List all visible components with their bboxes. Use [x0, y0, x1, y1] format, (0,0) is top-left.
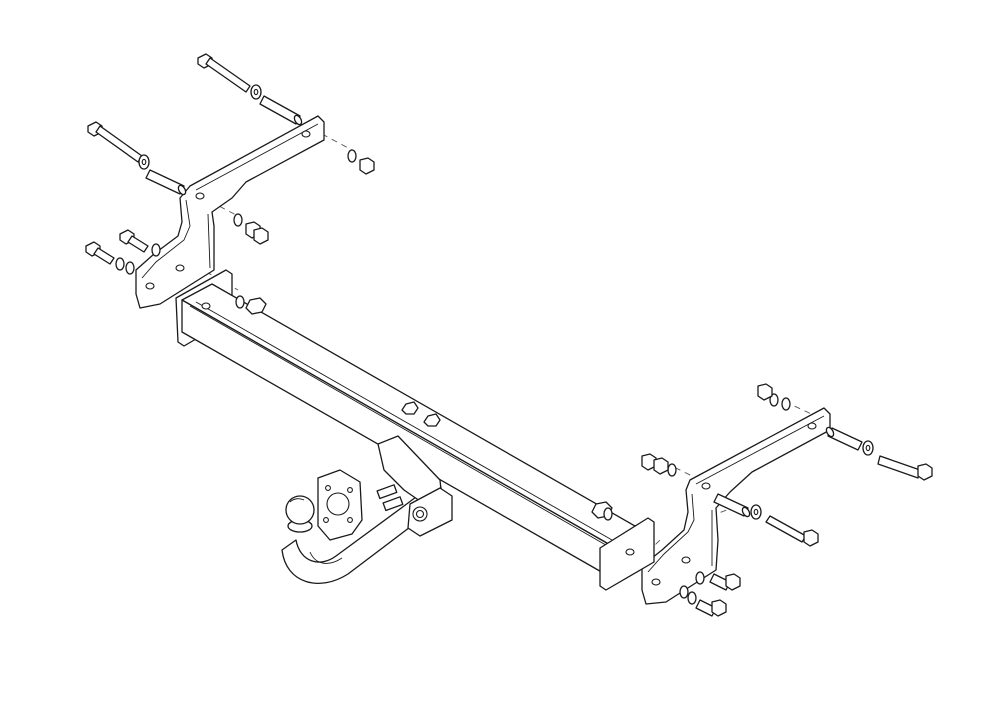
washer-icon	[679, 585, 689, 599]
washer-icon	[115, 257, 125, 271]
washer-icon	[862, 440, 874, 456]
bolt-icon	[877, 455, 933, 481]
bolt-icon	[119, 229, 149, 253]
bolt-icon	[85, 241, 115, 265]
washer-icon	[750, 504, 762, 520]
spacer-tube-icon	[713, 493, 751, 518]
bracket-hole	[681, 556, 691, 564]
washer-icon	[250, 84, 262, 100]
nut-icon	[757, 383, 773, 401]
bolts	[85, 53, 933, 617]
nut-icon	[253, 227, 269, 245]
nut-icon	[653, 457, 669, 475]
washer-icon	[687, 591, 697, 605]
bracket-hole	[301, 130, 311, 138]
nut-icon	[359, 157, 375, 175]
bracket-hole	[651, 578, 661, 586]
washer-icon	[695, 571, 705, 585]
crossbar	[175, 269, 655, 591]
bracket-hole	[175, 264, 185, 272]
spacers	[145, 95, 863, 518]
washer-icon	[138, 154, 150, 170]
nuts	[245, 157, 773, 475]
bolt-icon	[87, 121, 143, 163]
bolt-icon	[695, 599, 727, 617]
washer-icon	[603, 507, 613, 521]
bolt-icon	[197, 53, 251, 93]
washer-icon	[233, 213, 243, 227]
spacer-tube-icon	[259, 95, 303, 126]
washer-icon	[781, 397, 791, 411]
tow-ball-assembly	[281, 435, 453, 584]
spacer-tube-icon	[825, 426, 863, 451]
bracket-hole	[145, 282, 155, 290]
bracket-hole	[195, 192, 205, 200]
tow-ball-icon	[285, 495, 315, 525]
washer-icon	[125, 261, 135, 275]
left-bracket	[135, 115, 325, 309]
spacer-tube-icon	[145, 169, 187, 196]
bracket-hole	[701, 482, 711, 490]
bolt-icon	[709, 573, 741, 591]
bracket-hole	[807, 422, 817, 430]
washers	[115, 84, 874, 605]
washer-icon	[667, 463, 677, 477]
washer-icon	[769, 393, 779, 407]
washer-icon	[235, 295, 245, 309]
bolt-icon	[765, 515, 819, 547]
washer-icon	[151, 243, 161, 257]
washer-icon	[347, 149, 357, 163]
